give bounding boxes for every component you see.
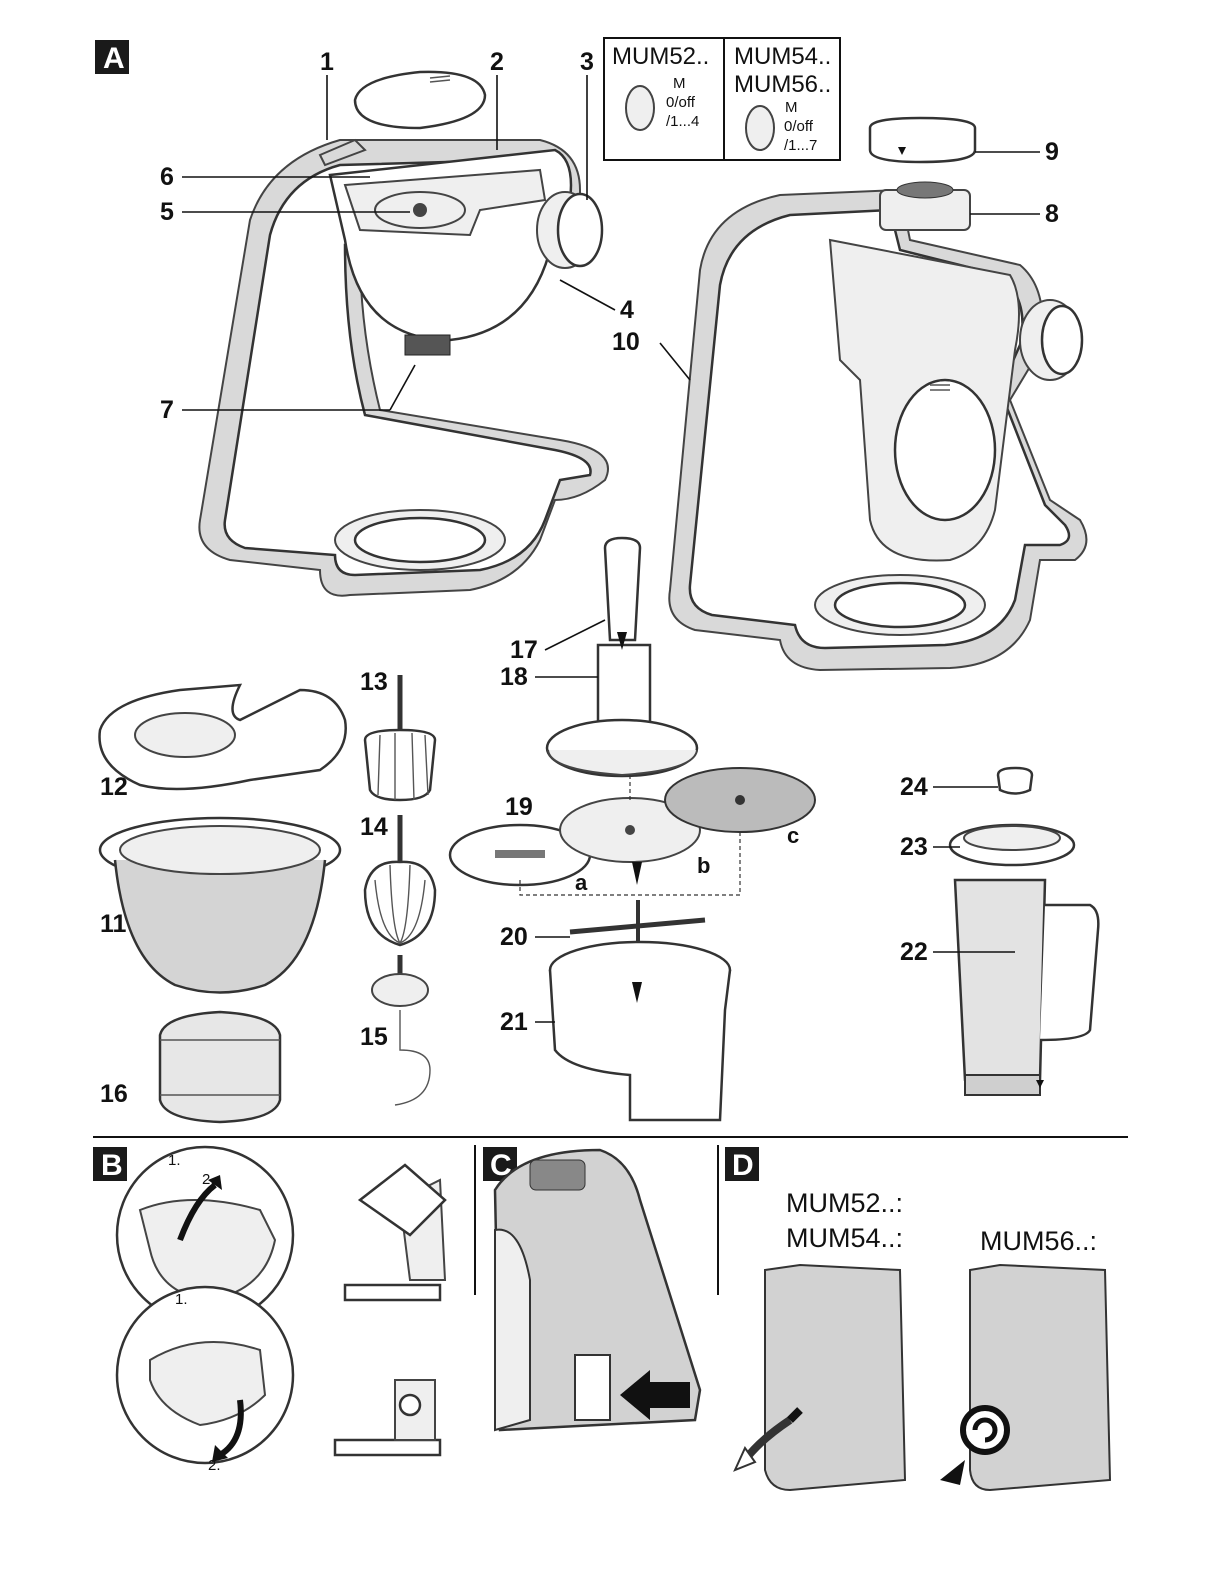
label-8: 8 [1045,200,1059,228]
speed-dial-info-box: MUM52.. M 0/off /1...4 MUM54.. MUM56.. M… [604,38,840,160]
label-6: 6 [160,163,174,191]
splash-guard-12 [100,685,346,789]
svg-text:/1...7: /1...7 [784,137,817,154]
label-17: 17 [510,636,538,664]
section-b-illustration: 1. 2. 1. 2. [117,1147,445,1474]
section-d-illustration: MUM52..: MUM54..: MUM56..: [735,1188,1110,1490]
d-model-1: MUM52..: [786,1188,903,1218]
section-a-badge: A [95,40,129,75]
label-14: 14 [360,813,388,841]
label-9: 9 [1045,138,1059,166]
label-5: 5 [160,198,174,226]
disc-label-c: c [787,823,799,848]
label-11: 11 [100,910,127,938]
dial-left-model: MUM52.. [612,43,709,70]
label-15: 15 [360,1023,388,1051]
label-12: 12 [100,773,128,801]
step-b-3: 1. [175,1291,188,1308]
d-model-2: MUM54..: [786,1223,903,1253]
label-13: 13 [360,668,388,696]
mixer-rotated-unit [669,118,1086,670]
disc-label-b: b [697,853,710,878]
dial-right-model-2: MUM56.. [734,71,831,98]
label-10: 10 [612,328,640,356]
label-24: 24 [900,773,928,801]
label-4: 4 [620,296,634,324]
mixing-bowl-11 [100,818,340,993]
label-19: 19 [505,793,533,821]
dial-left-icon [626,86,654,130]
dial-right-icon [746,106,774,150]
label-16: 16 [100,1080,128,1108]
feed-tube-lid-18 [547,645,697,776]
svg-text:M: M [785,99,798,116]
mixer-main-unit [199,72,608,596]
dial-right-model-1: MUM54.. [734,43,831,70]
label-20: 20 [500,923,528,951]
processor-bowl-21 [550,942,730,1120]
label-21: 21 [500,1008,528,1036]
svg-text:0/off: 0/off [784,118,814,135]
label-3: 3 [580,48,594,76]
section-d-badge: D [725,1147,759,1182]
d-model-3: MUM56..: [980,1226,1097,1256]
pusher-17 [605,538,640,640]
svg-text:A: A [103,42,125,75]
section-c-illustration [495,1150,700,1430]
svg-text:/1...4: /1...4 [666,113,699,130]
blender-jug-22 [955,880,1098,1095]
svg-text:M: M [673,75,686,92]
svg-text:B: B [101,1149,123,1182]
svg-text:D: D [732,1149,754,1182]
label-2: 2 [490,48,504,76]
label-18: 18 [500,663,528,691]
blender-lid-23 [950,825,1074,865]
step-b-1: 1. [168,1152,181,1169]
label-23: 23 [900,833,928,861]
svg-text:0/off: 0/off [666,94,696,111]
section-b-badge: B [93,1147,127,1182]
label-1: 1 [320,48,334,76]
label-22: 22 [900,938,928,966]
disc-label-a: a [575,870,588,895]
measuring-cup-24 [998,768,1032,794]
label-7: 7 [160,396,174,424]
storage-bag-16 [160,1012,280,1122]
